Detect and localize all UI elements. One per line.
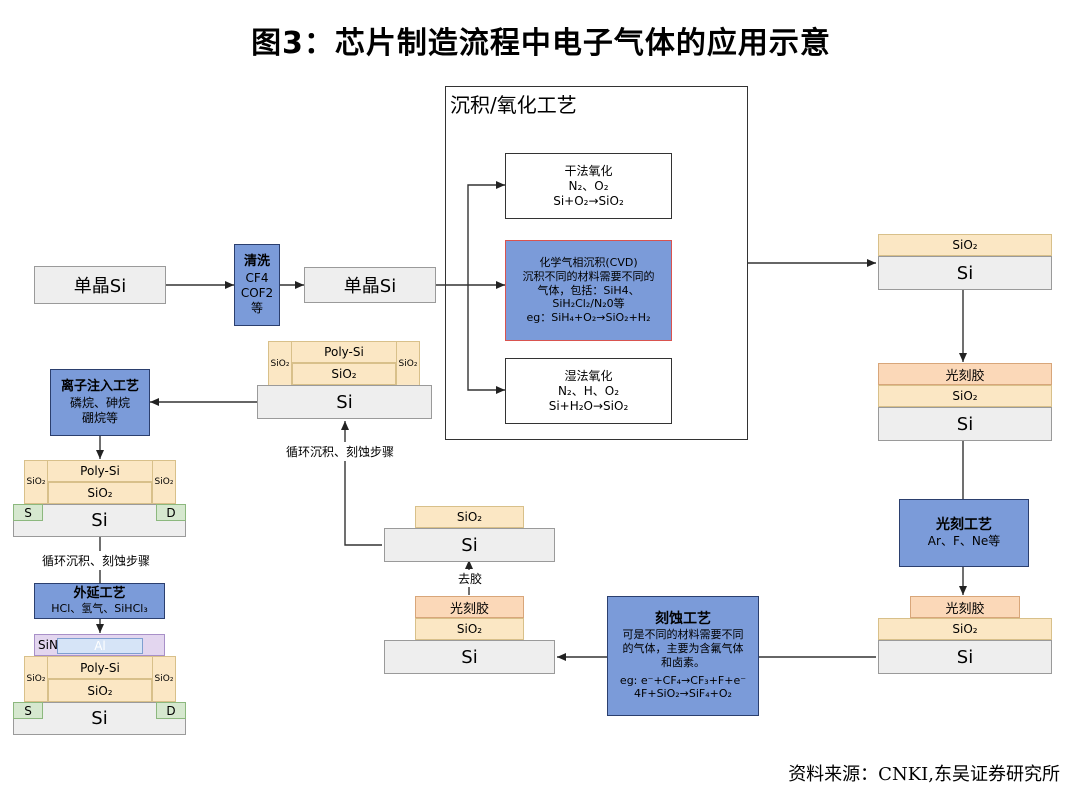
dry-oxidation-box: 干法氧化 N₂、O₂ Si+O₂→SiO₂ [505,153,672,219]
final-stack-polysi-layer: Poly-Si [24,656,176,679]
source-note: 资料来源：CNKI,东吴证券研究所 [788,764,1060,785]
lithography-title: 光刻工艺 [936,516,992,533]
cvd-line-2: 气体，包括：SiH4、 [537,283,640,297]
stack-c-si-substrate: Si [878,640,1052,674]
final-stack-al-layer: Al [57,638,143,654]
cvd-line-1: 沉积不同的材料需要不同的 [522,269,655,283]
wet-oxidation-box: 湿法氧化 N₂、H、O₂ Si+H₂O→SiO₂ [505,358,672,424]
etch-reaction-2: 4F+SiO₂→SiF₄+O₂ [634,687,732,701]
final-stack-right-spacer: SiO₂ [152,656,176,702]
etch-line-3: 和卤素。 [661,655,705,669]
photoresist-strip-label: 去胶 [458,570,483,587]
loop-deposition-etch-note-1: 循环沉积、刻蚀步骤 [284,442,397,461]
stack-a-si-substrate: Si [878,256,1052,290]
final-stack-drain-region: D [156,702,186,719]
deposition-oxidation-group: 沉积/氧化工艺 [445,86,748,440]
poly-gate-polysi-layer: Poly-Si [268,341,420,363]
loop-deposition-etch-note-2: 循环沉积、刻蚀步骤 [42,554,151,568]
implant-stack-polysi-layer: Poly-Si [24,460,176,482]
arrow-to-dry-oxidation [467,181,505,285]
etch-process-box: 刻蚀工艺 可是不同的材料需要不同 的气体，主要为含氟气体 和卤素。 eg: e⁻… [607,596,759,716]
cleaning-process-box: 清洗 CF4 COF2 等 [234,244,280,326]
etch-line-1: 可是不同的材料需要不同 [622,628,744,642]
stack-c-sio2-layer: SiO₂ [878,618,1052,640]
ion-implant-title: 离子注入工艺 [60,379,139,395]
ion-implant-gases-1: 磷烷、砷烷 [69,395,130,410]
arrow-stripped-to-poly [341,421,382,546]
dry-oxidation-title: 干法氧化 [564,163,613,178]
dry-oxidation-gases: N₂、O₂ [568,178,609,193]
stack-c-photoresist-pattern: 光刻胶 [910,596,1020,618]
cleaning-suffix: 等 [250,300,263,315]
wet-oxidation-gases: N₂、H、O₂ [557,383,620,398]
epitaxy-title: 外延工艺 [73,586,126,601]
epitaxy-gases: HCl、氢气、SiHCl₃ [51,602,148,616]
implant-stack-left-spacer: SiO₂ [24,460,48,504]
etch-title: 刻蚀工艺 [655,610,711,627]
stack-b-photoresist-layer: 光刻胶 [878,363,1052,385]
wet-oxidation-title: 湿法氧化 [564,368,613,383]
stripped-sio2-pattern: SiO₂ [415,506,524,528]
poly-gate-left-spacer: SiO₂ [268,341,292,387]
stack-b-si-substrate: Si [878,407,1052,441]
final-stack-left-spacer: SiO₂ [24,656,48,702]
cvd-title: 化学气相沉积(CVD) [539,256,638,270]
wafer-single-crystal-si-2: 单晶Si [304,267,436,303]
cleaning-title: 清洗 [243,254,270,270]
cvd-box: 化学气相沉积(CVD) 沉积不同的材料需要不同的 气体，包括：SiH4、 SiH… [505,240,672,341]
cvd-line-4: eg：SiH₄+O₂→SiO₂+H₂ [526,311,651,325]
wafer-single-crystal-si-1: 单晶Si [34,266,166,304]
cleaning-gas-cof2: COF2 [240,285,274,300]
etched-sio2-pattern: SiO₂ [415,618,524,640]
deposition-group-title: 沉积/氧化工艺 [450,93,577,117]
final-stack-source-region: S [13,702,43,719]
etch-line-2: 的气体，主要为含氟气体 [622,642,744,656]
ion-implant-gases-2: 硼烷等 [81,410,118,425]
page-title: 图3：芯片制造流程中电子气体的应用示意 [251,26,831,61]
dry-oxidation-reaction: Si+O₂→SiO₂ [553,193,624,208]
stack-b-sio2-layer: SiO₂ [878,385,1052,407]
cleaning-gas-cf4: CF4 [245,270,269,285]
stack-a-sio2-layer: SiO₂ [878,234,1052,256]
implant-stack-sio2-layer: SiO₂ [48,482,152,504]
poly-gate-sio2-layer: SiO₂ [292,363,396,385]
final-stack-sio2-layer: SiO₂ [48,679,152,702]
lithography-gases: Ar、F、Ne等 [927,534,1001,549]
poly-gate-si-substrate: Si [257,385,432,419]
epitaxy-process-box: 外延工艺 HCl、氢气、SiHCl₃ [34,583,165,619]
etch-reaction-1: eg: e⁻+CF₄→CF₃+F+e⁻ [619,673,747,687]
implant-stack-drain-region: D [156,504,186,521]
poly-gate-right-spacer: SiO₂ [396,341,420,387]
etched-si-substrate: Si [384,640,555,674]
stripped-si-substrate: Si [384,528,555,562]
arrow-to-wet-oxidation [467,285,505,394]
cvd-line-3: SiH₂Cl₂/N₂0等 [552,297,625,311]
lithography-process-box: 光刻工艺 Ar、F、Ne等 [899,499,1029,567]
implant-stack-right-spacer: SiO₂ [152,460,176,504]
ion-implant-process-box: 离子注入工艺 磷烷、砷烷 硼烷等 [50,369,150,436]
implant-stack-source-region: S [13,504,43,521]
etched-photoresist-pattern: 光刻胶 [415,596,524,618]
wet-oxidation-reaction: Si+H₂O→SiO₂ [548,398,629,413]
